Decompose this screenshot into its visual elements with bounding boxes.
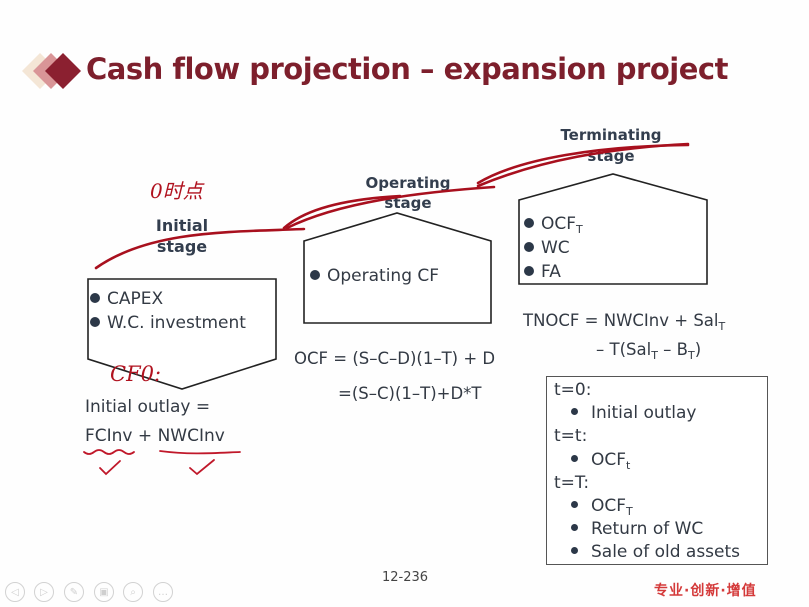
tnocf-sub: T — [651, 349, 658, 362]
ocf-formula-line1: OCF = (S–C–D)(1–T) + D — [294, 349, 496, 368]
tT-label: t=T: — [554, 473, 590, 493]
tT-item3-text: Sale of old assets — [591, 542, 741, 562]
slide-title: Cash flow projection – expansion project — [86, 52, 728, 86]
operating-stage-label-line2: stage — [384, 194, 432, 212]
tnocf-formula-line1: TNOCF = NWCInv + SalT — [523, 311, 726, 333]
slides-button[interactable]: ▣ — [94, 582, 114, 602]
terminating-stage-label: Terminating stage — [546, 125, 676, 167]
bullet-icon — [571, 524, 578, 531]
magnifier-icon: ⌕ — [130, 586, 136, 598]
more-button[interactable]: … — [153, 582, 173, 602]
zoom-button[interactable]: ⌕ — [123, 582, 143, 602]
initial-outlay-formula-line1: Initial outlay = — [85, 397, 211, 417]
terminating-item-ocf: OCF — [541, 214, 577, 234]
chevron-right-icon: ▷ — [40, 586, 48, 598]
title-logo-icon — [22, 53, 81, 89]
terminating-item-ocf-sub: T — [576, 223, 583, 236]
fcinv-term: FCInv — [85, 426, 133, 446]
t0-item: Initial outlay — [571, 403, 697, 423]
terminating-item-wc: WC — [541, 238, 570, 258]
bullet-icon — [524, 242, 534, 252]
pen-icon: ✎ — [69, 586, 79, 598]
page-number: 12-236 — [382, 570, 429, 585]
tnocf-sub: T — [718, 320, 726, 333]
initial-item-capex: CAPEX — [107, 289, 164, 309]
tnocf-sub: T — [687, 349, 695, 362]
bullet-icon — [310, 270, 320, 280]
bullet-icon — [571, 547, 578, 554]
nwcinv-term: NWCInv — [157, 426, 225, 446]
pen-button[interactable]: ✎ — [64, 582, 84, 602]
operating-stage-label: Operating stage — [348, 173, 468, 213]
slides-icon: ▣ — [99, 586, 109, 598]
t0-label: t=0: — [554, 380, 592, 400]
tT-item2-text: Return of WC — [591, 519, 704, 539]
tnocf-part-b: – B — [657, 340, 688, 359]
tnocf-lhs: TNOCF = NWCInv + Sal — [523, 311, 719, 330]
next-button[interactable]: ▷ — [34, 582, 54, 602]
tT-item: Return of WC — [571, 519, 703, 539]
terminating-item-fa: FA — [541, 262, 561, 282]
previous-button[interactable]: ◁ — [5, 582, 25, 602]
tT-item: Sale of old assets — [571, 542, 740, 562]
bullet-icon — [90, 293, 100, 303]
t0-item-text: Initial outlay — [591, 403, 697, 423]
tt-item-text: OCF — [591, 450, 627, 470]
bullet-icon — [571, 501, 578, 508]
bullet-icon — [571, 455, 578, 462]
terminating-item: OCFT — [524, 214, 583, 236]
cf0-annotation: CF0: — [110, 362, 162, 386]
bullet-icon — [524, 266, 534, 276]
tnocf-part-c: ) — [694, 340, 702, 359]
initial-stage-label-line1: Initial — [155, 216, 209, 235]
initial-item-wc: W.C. investment — [107, 313, 246, 333]
terminating-stage-label-line2: stage — [587, 147, 635, 165]
tnocf-part-a: – T(Sal — [596, 340, 652, 359]
bullet-icon — [524, 218, 534, 228]
ocf-formula-line2: =(S–C)(1–T)+D*T — [338, 384, 482, 403]
initial-item: W.C. investment — [90, 313, 246, 333]
terminating-stage-label-line1: Terminating — [560, 126, 662, 144]
chevron-left-icon: ◁ — [11, 586, 19, 598]
terminating-item: FA — [524, 262, 561, 282]
timeline-box: t=0: Initial outlay t=t: OCFt t=T: OCFT … — [546, 376, 768, 565]
more-icon: … — [158, 586, 168, 598]
operating-stage-label-line1: Operating — [365, 174, 451, 192]
operating-item: Operating CF — [310, 266, 439, 286]
plus-sign: + — [132, 426, 158, 446]
tnocf-formula-line2: – T(SalT – BT) — [596, 340, 702, 362]
initial-item: CAPEX — [90, 289, 163, 309]
tT-item: OCFT — [571, 496, 633, 518]
initial-stage-label-line2: stage — [156, 237, 208, 256]
tT-item1-text: OCF — [591, 496, 627, 516]
initial-stage-label: Initial stage — [132, 215, 232, 257]
operating-item-cf: Operating CF — [327, 266, 440, 286]
bullet-icon — [90, 317, 100, 327]
tt-item: OCFt — [571, 450, 631, 472]
tt-item-sub: t — [626, 459, 631, 472]
initial-stage-shape — [87, 278, 277, 390]
initial-outlay-formula-line2: FCInv + NWCInv — [85, 426, 225, 446]
slogan: 专业·创新·增值 — [654, 583, 757, 599]
tt-label: t=t: — [554, 426, 588, 446]
bullet-icon — [571, 408, 578, 415]
terminating-item: WC — [524, 238, 570, 258]
time-zero-annotation: 0时点 — [150, 179, 203, 203]
tT-item1-sub: T — [626, 505, 633, 518]
